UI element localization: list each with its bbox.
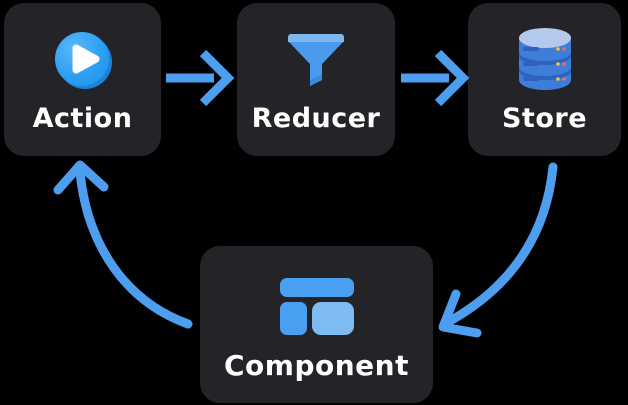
play-icon — [52, 27, 114, 93]
reducer-node: Reducer — [237, 3, 395, 156]
component-node: Component — [200, 246, 433, 403]
arrow-component-to-action — [53, 160, 193, 329]
action-node: Action — [4, 3, 161, 156]
arrow-reducer-to-store — [401, 49, 470, 107]
arrow-action-to-reducer — [166, 49, 235, 107]
funnel-icon — [285, 27, 347, 93]
arrow-store-to-component — [438, 162, 558, 338]
layout-icon — [277, 272, 357, 338]
database-icon — [516, 27, 574, 93]
reducer-label: Reducer — [251, 103, 381, 134]
store-node: Store — [468, 3, 621, 156]
action-label: Action — [32, 103, 133, 134]
store-label: Store — [501, 103, 588, 134]
component-label: Component — [224, 349, 409, 382]
